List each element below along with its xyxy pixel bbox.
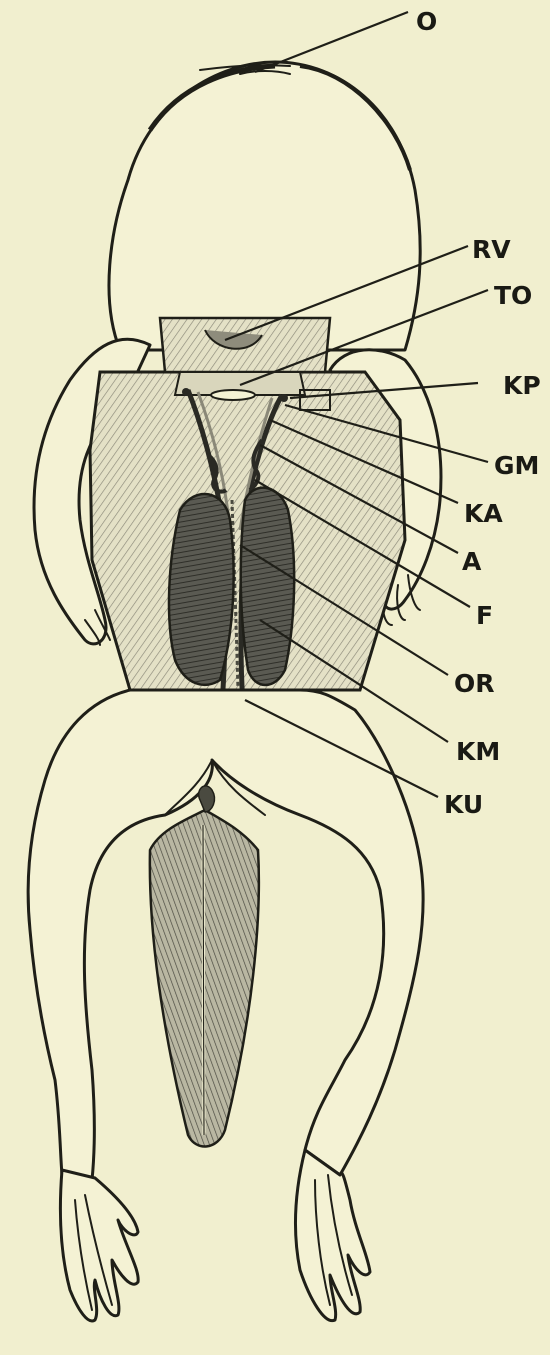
leader-o bbox=[255, 12, 408, 72]
frog-head bbox=[109, 62, 420, 350]
label-to: TO bbox=[494, 281, 532, 310]
label-a: A bbox=[462, 547, 482, 576]
label-kp: KP bbox=[503, 371, 541, 400]
label-ka: KA bbox=[464, 499, 503, 528]
label-rv: RV bbox=[472, 235, 511, 264]
left-foot bbox=[60, 1170, 138, 1321]
label-or: OR bbox=[454, 669, 495, 698]
label-km: KM bbox=[456, 737, 500, 766]
right-foot bbox=[295, 1150, 370, 1321]
label-ku: KU bbox=[444, 790, 483, 819]
label-o: O bbox=[416, 7, 437, 36]
tail-flap bbox=[150, 786, 259, 1147]
label-f: F bbox=[476, 601, 493, 630]
label-gm: GM bbox=[494, 451, 539, 480]
labels: O RV TO KP GM KA A F OR KM KU bbox=[416, 7, 541, 819]
